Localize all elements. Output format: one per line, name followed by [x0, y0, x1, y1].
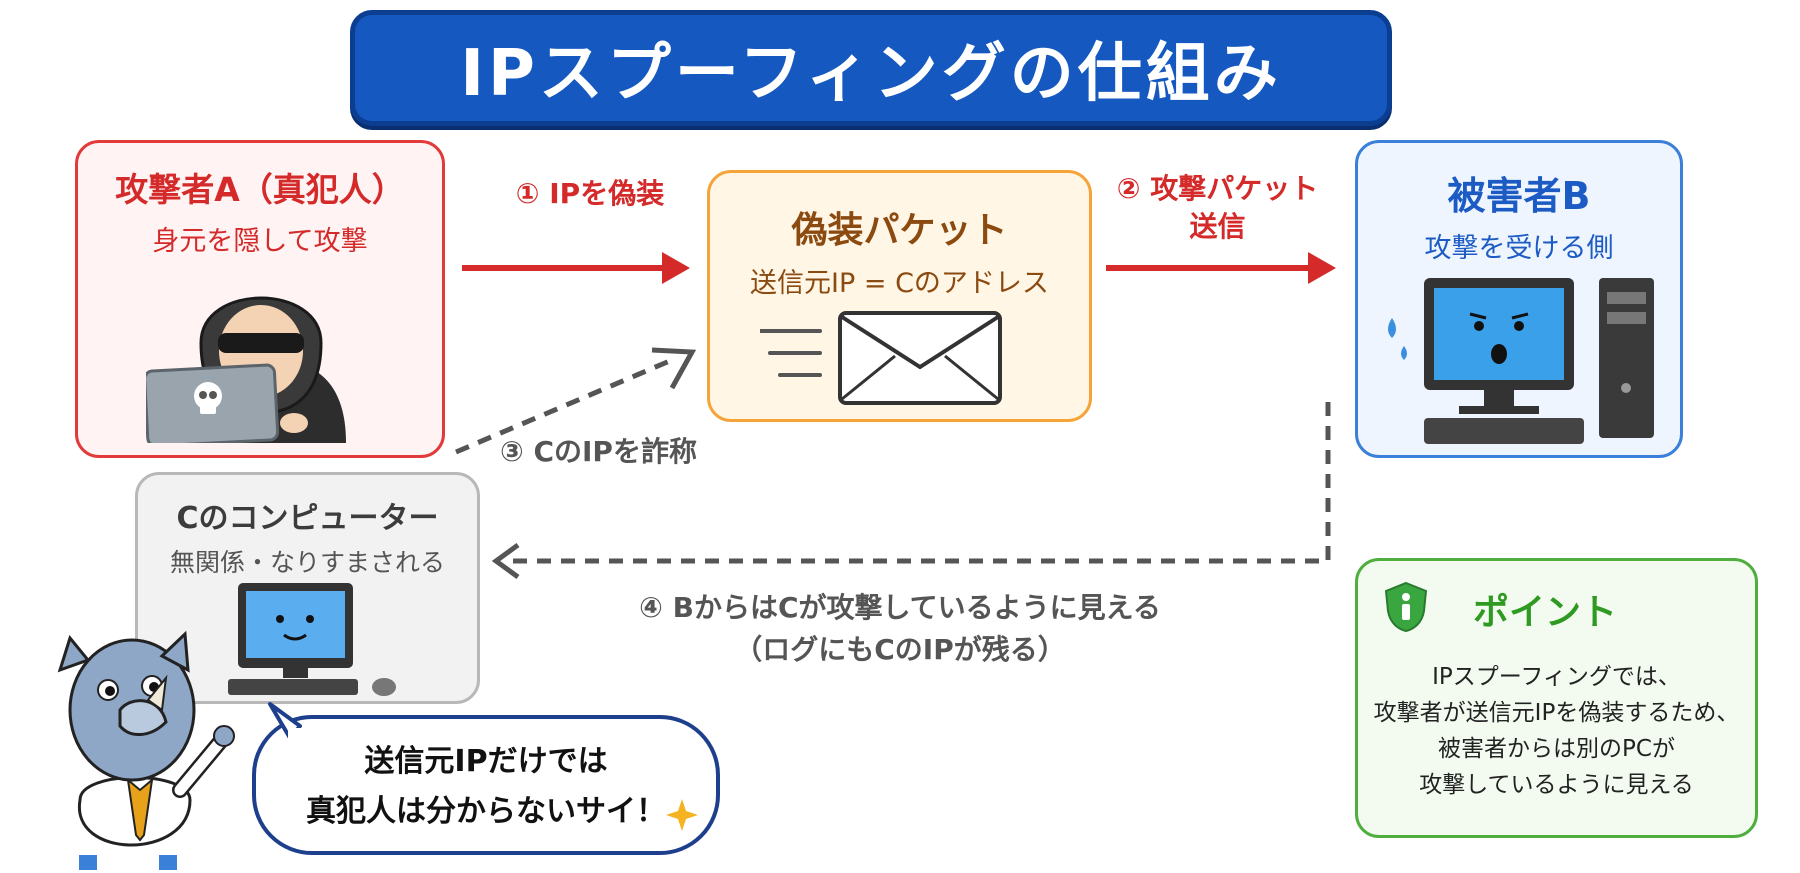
speech-bubble-tail [268, 702, 302, 740]
point-line: 攻撃しているように見える [1419, 772, 1694, 798]
step3-label: ③ CのIPを詐称 [500, 435, 697, 468]
sparkle-icon [666, 799, 698, 831]
hacker-illustration [146, 296, 346, 443]
point-line: 被害者からは別のPCが [1438, 736, 1675, 762]
step4-label-line1: ④ BからはCが攻撃しているように見える [639, 591, 1161, 624]
step4-label-line2: （ログにもCのIPが残る） [734, 633, 1066, 666]
arrow-packet-to-victim [1106, 252, 1336, 284]
arrow-attacker-to-packet [462, 252, 690, 284]
computer-c-illustration [228, 583, 396, 696]
rhino-mascot [57, 630, 235, 870]
title-banner: IPスプーフィングの仕組み [350, 10, 1392, 126]
packet-card: 偽装パケット 送信元IP = Cのアドレス [707, 170, 1092, 422]
point-line: 攻撃者が送信元IPを偽装するため、 [1373, 700, 1740, 726]
skull-icon [194, 382, 222, 414]
victim-subtitle: 攻撃を受ける側 [1424, 233, 1614, 264]
computer-c-subtitle: 無関係・なりすまされる [169, 548, 445, 577]
bubble-line2: 真犯人は分からないサイ！ [306, 794, 666, 829]
packet-title: 偽装パケット [791, 210, 1008, 251]
computer-c-title: Cのコンピューター [176, 501, 439, 536]
victim-card: 被害者B 攻撃を受ける側 [1355, 140, 1683, 458]
packet-subtitle: 送信元IP = Cのアドレス [750, 268, 1049, 299]
arrow-victim-to-c-dashed [491, 402, 1331, 580]
bubble-line1: 送信元IPだけでは [364, 744, 608, 779]
page-title: IPスプーフィングの仕組み [460, 37, 1282, 111]
step2-label-line2: 送信 [1189, 210, 1246, 243]
shield-info-icon [1384, 581, 1428, 633]
point-box: ポイント IPスプーフィングでは、 攻撃者が送信元IPを偽装するため、 被害者か… [1355, 558, 1758, 838]
point-text: IPスプーフィングでは、 攻撃者が送信元IPを偽装するため、 被害者からは別のP… [1358, 659, 1755, 803]
step1-label: ① IPを偽装 [515, 177, 665, 210]
envelope-icon [760, 311, 1002, 405]
arrow-c-to-packet-dashed [455, 347, 697, 455]
point-line: IPスプーフィングでは、 [1432, 664, 1681, 690]
attacker-subtitle: 身元を隠して攻撃 [152, 226, 368, 257]
attacker-card: 攻撃者A（真犯人） 身元を隠して攻撃 [75, 140, 445, 458]
computer-c-card: Cのコンピューター 無関係・なりすまされる [135, 472, 480, 704]
point-title: ポイント [1473, 592, 1618, 633]
step2-label-line1: ② 攻撃パケット [1116, 172, 1319, 205]
attacker-title: 攻撃者A（真犯人） [115, 170, 405, 209]
speech-bubble: 送信元IPだけでは 真犯人は分からないサイ！ [252, 715, 720, 855]
victim-computer-illustration [1388, 278, 1654, 444]
sweat-drop-icon [1388, 318, 1396, 338]
victim-title: 被害者B [1447, 174, 1591, 218]
